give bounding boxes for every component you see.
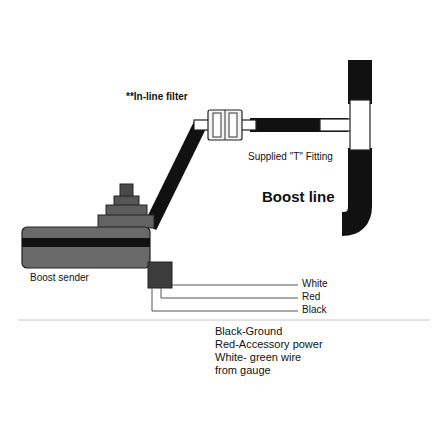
filter-element: [213, 113, 221, 137]
sender-dome: [98, 215, 154, 228]
wire-label: Red: [302, 291, 320, 303]
t-fitting-body: [350, 100, 370, 150]
white-wire: [172, 285, 298, 286]
filter-box: **In-line filter: [200, 108, 250, 142]
part-label: **In-line filter: [126, 91, 188, 103]
wire-label: White: [302, 278, 328, 290]
sender-body: [22, 227, 150, 268]
vacuum-hose: [150, 125, 200, 227]
black-wire: [152, 288, 298, 311]
part-label: Boost sender: [30, 272, 89, 284]
filter-seam: [225, 110, 226, 140]
wiring-note: White- green wire from gauge: [215, 351, 325, 376]
wire-label: Black: [302, 304, 326, 316]
wiring-note: Red-Accessory power: [215, 338, 323, 351]
sender-band: [22, 238, 150, 247]
separator-rule: [18, 320, 430, 321]
filter-housing: [208, 110, 242, 140]
sensor-housing: Boost sender: [22, 186, 150, 268]
wiring-note: Black-Ground: [215, 325, 282, 338]
boost-line-hose: [342, 148, 360, 224]
sender-dome: [106, 205, 147, 216]
fitting-box: Supplied "T" Fitting: [348, 100, 372, 150]
boost-line-hose: [348, 60, 372, 104]
sender-connector: [148, 262, 172, 288]
t-fitting-stub: [320, 119, 352, 131]
part-label: Supplied "T" Fitting: [248, 151, 333, 163]
part-label: Boost line: [262, 188, 335, 205]
filter-element: [229, 113, 237, 137]
red-wire: [161, 288, 298, 298]
